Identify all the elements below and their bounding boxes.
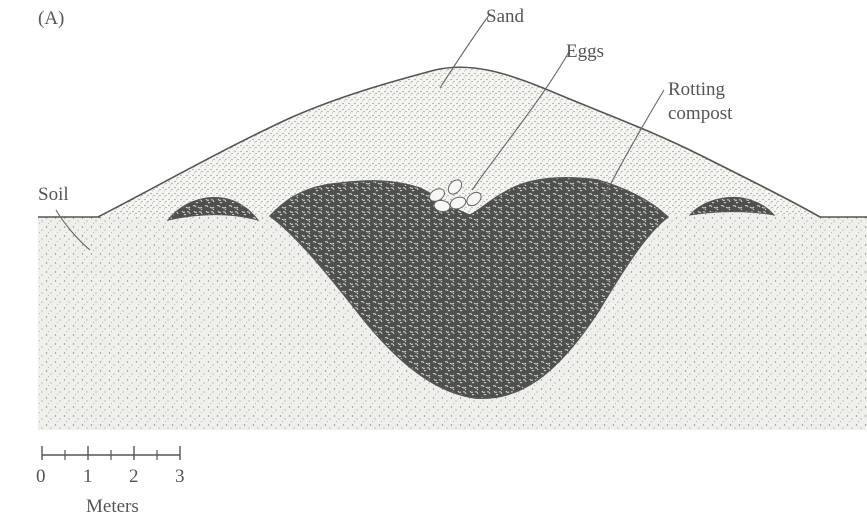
scale-unit-label: Meters xyxy=(86,496,139,517)
scale-tick-label: 2 xyxy=(129,466,139,487)
scale-tick-label: 1 xyxy=(83,466,93,487)
compost-label-line1: Rotting xyxy=(668,79,726,100)
scale-tick-label: 0 xyxy=(36,466,46,487)
eggs-label: Eggs xyxy=(566,41,604,62)
scale-bar: 0 1 2 3 Meters xyxy=(36,446,185,517)
compost-label-line2: compost xyxy=(668,103,733,124)
panel-label: (A) xyxy=(38,8,64,29)
sand-label: Sand xyxy=(486,6,525,27)
scale-tick-label: 3 xyxy=(175,466,185,487)
soil-label: Soil xyxy=(38,184,69,205)
